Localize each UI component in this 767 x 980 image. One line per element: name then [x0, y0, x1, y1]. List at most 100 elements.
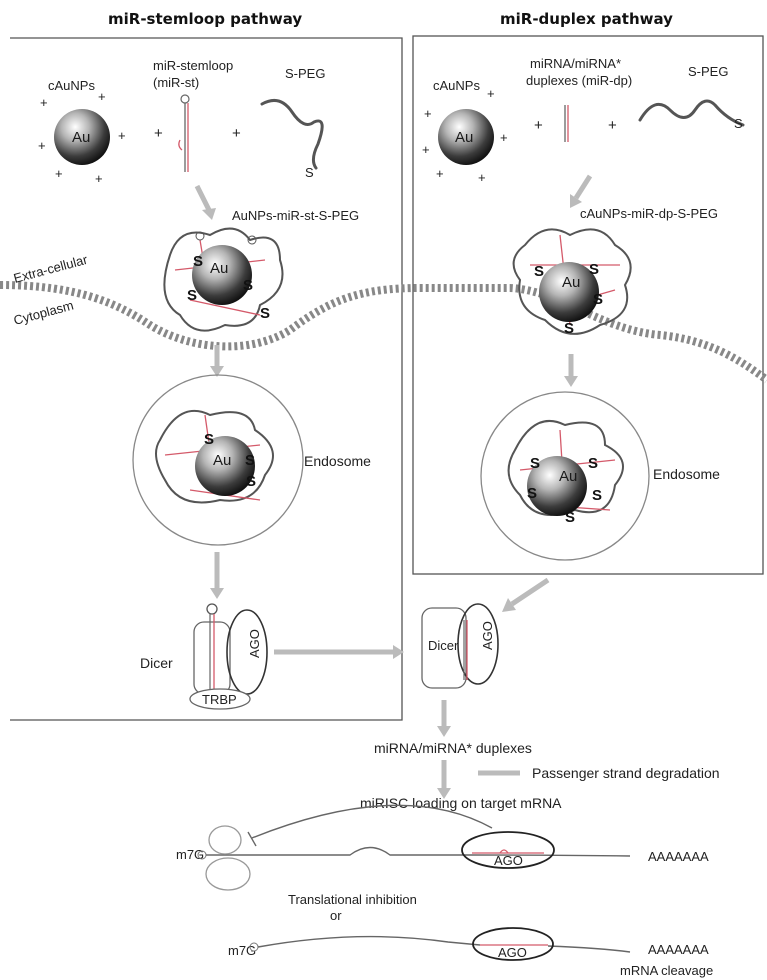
thiol-s-label: S	[592, 487, 602, 504]
au-label: Au	[455, 129, 473, 146]
plus-sign: +	[40, 95, 48, 110]
thiol-s-label: S	[260, 305, 270, 322]
left-endosome: Au S S S	[133, 375, 303, 545]
thiol-s-label: S	[588, 455, 598, 472]
mrna-strand	[548, 946, 630, 952]
left-endosome-label: Endosome	[304, 453, 371, 469]
left-dicer-label: Dicer	[140, 655, 173, 671]
right-ago-label: AGO	[480, 621, 495, 650]
left-speg-label: S-PEG	[285, 66, 325, 81]
peg-chain-icon	[640, 101, 743, 125]
polya-tail-label: AAAAAAA	[648, 942, 709, 957]
dicer-shape	[194, 622, 230, 694]
thiol-s-label: S	[589, 261, 599, 278]
plus-sign: +	[422, 142, 430, 157]
peg-chain-icon	[262, 100, 322, 168]
right-cAuNP-reactant: Au + + + + + +	[422, 86, 508, 185]
thiol-s-label: S	[564, 320, 574, 337]
translational-inhibition-label: Translational inhibition	[288, 892, 417, 907]
thiol-s-label: S	[193, 253, 203, 270]
right-speg-label: S-PEG	[688, 64, 728, 79]
stemloop-label-line1: miR-stemloop	[153, 58, 233, 73]
duplex-label-line2: duplexes (miR-dp)	[526, 73, 632, 88]
right-internalizing-complex: Au S S S S	[514, 229, 631, 337]
cell-membrane	[0, 285, 767, 380]
arrow-to-complex	[197, 186, 216, 220]
au-label: Au	[210, 260, 228, 277]
m7g-cap-label: m7G	[176, 847, 204, 862]
plus-sign: +	[38, 138, 46, 153]
right-endosome-label: Endosome	[653, 466, 720, 482]
loading-label: miRISC loading on target mRNA	[360, 795, 562, 811]
mrna-strand	[258, 937, 480, 947]
plus-operator: +	[534, 117, 543, 134]
au-label: Au	[559, 468, 577, 485]
left-dicer-complex: AGO TRBP	[190, 604, 267, 709]
arrow-to-endosome	[210, 345, 224, 377]
plus-sign: +	[424, 106, 432, 121]
thiol-s-label: S	[565, 509, 575, 526]
au-label: Au	[213, 452, 231, 469]
right-dicer-complex: Dicer AGO	[422, 604, 498, 688]
right-caunps-label: cAuNPs	[433, 78, 480, 93]
mrna-cleavage: m7G AGO AAAAAAA	[228, 928, 709, 960]
cytoplasm-label: Cytoplasm	[12, 298, 75, 328]
thiol-s-label: S	[245, 452, 255, 469]
ribosome-subunit	[206, 858, 250, 890]
extracellular-label: Extra-cellular	[12, 252, 90, 286]
polya-tail-label: AAAAAAA	[648, 849, 709, 864]
arrow-to-complex	[570, 176, 590, 208]
duplex-rna-icon	[565, 105, 568, 142]
arrow-to-dicer	[210, 552, 224, 599]
duplexes-label: miRNA/miRNA* duplexes	[374, 740, 532, 756]
arrow-dicer-to-dicer	[274, 645, 404, 659]
arrow-to-endosome	[564, 354, 578, 387]
arrow-to-duplexes	[437, 700, 451, 737]
thiol-s-label: S	[530, 455, 540, 472]
arrow-to-loading	[437, 760, 451, 799]
stemloop-rna-icon	[179, 95, 189, 172]
left-ago-label: AGO	[247, 629, 262, 658]
arrow-endosome-to-dicer	[502, 580, 548, 612]
stemloop-label-line2: (miR-st)	[153, 75, 199, 90]
bottom-ago-label: AGO	[494, 853, 523, 868]
ribosome-subunit	[209, 826, 241, 854]
au-label: Au	[72, 129, 90, 146]
plus-sign: +	[95, 171, 103, 186]
mrna-cleavage-label: mRNA cleavage	[620, 963, 713, 978]
plus-operator: +	[232, 125, 241, 142]
right-complex-label: cAuNPs-miR-dp-S-PEG	[580, 206, 718, 221]
thiol-s-label: S	[527, 485, 537, 502]
trbp-label: TRBP	[202, 692, 237, 707]
or-label: or	[330, 908, 342, 923]
plus-sign: +	[487, 86, 495, 101]
bottom-ago-label: AGO	[498, 945, 527, 960]
plus-sign: +	[436, 166, 444, 181]
plus-sign: +	[55, 166, 63, 181]
au-label: Au	[562, 274, 580, 291]
plus-sign: +	[98, 89, 106, 104]
passenger-strand-label: Passenger strand degradation	[532, 765, 720, 781]
left-internalizing-complex: Au S S S S	[164, 229, 282, 331]
thiol-s-label: S	[593, 291, 603, 308]
left-cAuNP-reactant: Au + + + + + +	[38, 89, 126, 186]
plus-operator: +	[608, 117, 617, 134]
thiol-s-label: S	[204, 431, 214, 448]
thiol-s-label: S	[187, 287, 197, 304]
right-pathway-header: miR-duplex pathway	[500, 10, 673, 28]
plus-operator: +	[154, 125, 163, 142]
plus-sign: +	[118, 128, 126, 143]
right-dicer-label: Dicer	[428, 638, 459, 653]
thiol-s-label: S	[246, 473, 256, 490]
plus-sign: +	[478, 170, 486, 185]
left-pathway-header: miR-stemloop pathway	[108, 10, 302, 28]
mrna-translational-inhibition: m7G AGO AAAAAAA	[176, 805, 709, 890]
thiol-s-label: S	[243, 277, 253, 294]
mrna-strand	[206, 848, 630, 857]
thiol-s-label: S	[534, 263, 544, 280]
right-endosome: Au S S S S S	[481, 392, 649, 560]
plus-sign: +	[500, 130, 508, 145]
left-complex-label: AuNPs-miR-st-S-PEG	[232, 208, 359, 223]
